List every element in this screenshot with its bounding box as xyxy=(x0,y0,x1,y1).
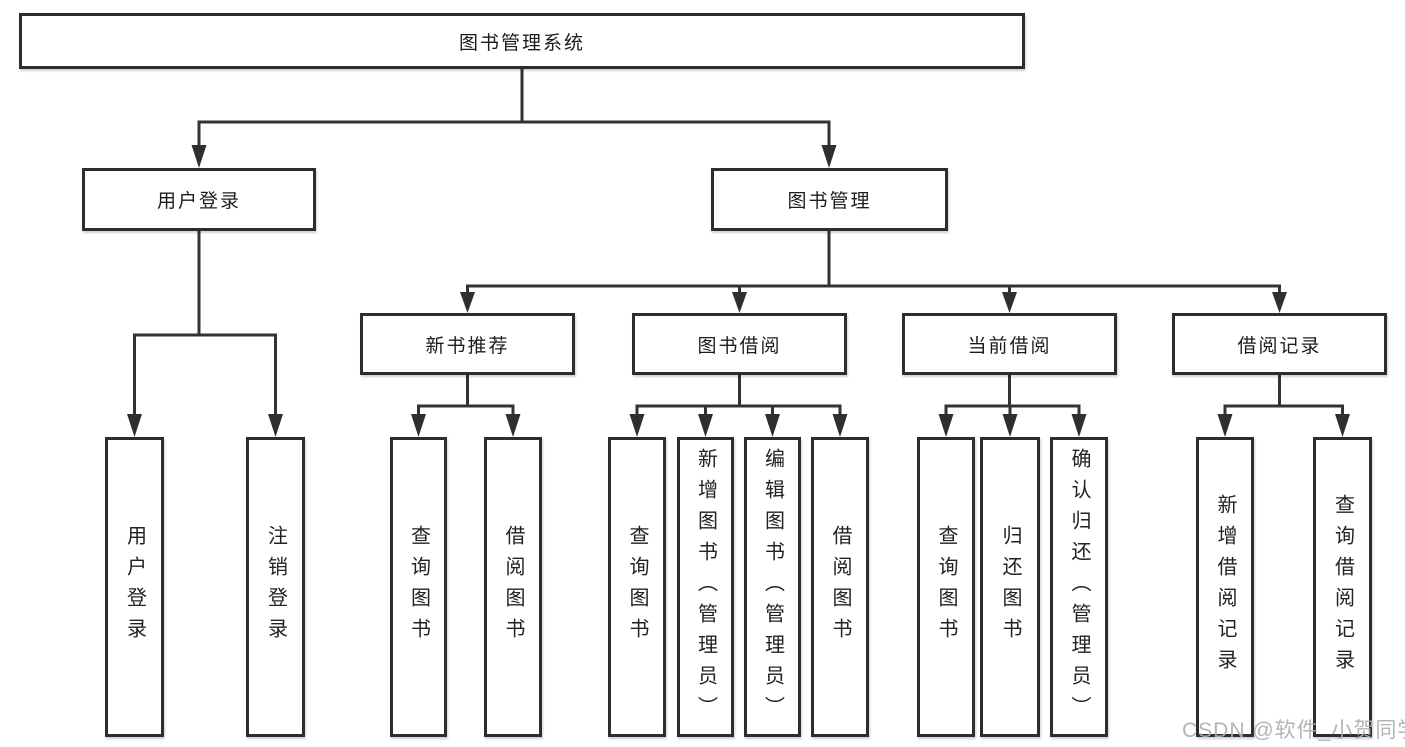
leaf-borrow-query-books: 查询图书 xyxy=(608,437,666,737)
leaf-logout: 注销登录 xyxy=(246,437,305,737)
connector-user-login-to-leaves xyxy=(127,231,283,437)
leaf-current-query-books-label: 查询图书 xyxy=(935,525,957,649)
node-new-book-rec: 新书推荐 xyxy=(360,313,575,375)
node-book-borrow: 图书借阅 xyxy=(632,313,847,375)
leaf-logout-label: 注销登录 xyxy=(264,525,287,649)
leaf-newrec-borrow-books: 借阅图书 xyxy=(484,437,542,737)
leaf-borrow-query-books-label: 查询图书 xyxy=(626,525,648,649)
leaf-query-borrow-record: 查询借阅记录 xyxy=(1313,437,1372,737)
node-root-label: 图书管理系统 xyxy=(458,32,585,54)
leaf-add-borrow-record: 新增借阅记录 xyxy=(1196,437,1254,737)
csdn-watermark: CSDN @软件_小贺同学 xyxy=(1182,719,1405,742)
leaf-add-books-admin: 新增图书（管理员） xyxy=(677,437,734,737)
leaf-borrow-books-label: 借阅图书 xyxy=(829,525,851,649)
leaf-user-login: 用户登录 xyxy=(105,437,164,737)
connector-book-borrow-to-leaves xyxy=(629,375,848,437)
node-user-login: 用户登录 xyxy=(82,168,316,231)
node-current-borrow: 当前借阅 xyxy=(902,313,1117,375)
connector-root-to-level2 xyxy=(191,69,837,168)
node-borrow-records-label: 借阅记录 xyxy=(1237,335,1322,357)
node-new-book-rec-label: 新书推荐 xyxy=(425,335,510,357)
leaf-borrow-books: 借阅图书 xyxy=(811,437,869,737)
leaf-newrec-query-books: 查询图书 xyxy=(390,437,447,737)
connector-book-mgmt-to-level3 xyxy=(460,231,1287,313)
node-book-borrow-label: 图书借阅 xyxy=(697,335,782,357)
leaf-add-borrow-record-label: 新增借阅记录 xyxy=(1214,494,1236,680)
leaf-add-books-admin-label: 新增图书（管理员） xyxy=(694,447,717,727)
node-borrow-records: 借阅记录 xyxy=(1172,313,1387,375)
leaf-user-login-label: 用户登录 xyxy=(123,525,146,649)
leaf-confirm-return-admin: 确认归还（管理员） xyxy=(1050,437,1108,737)
node-root: 图书管理系统 xyxy=(19,13,1025,69)
leaf-newrec-query-books-label: 查询图书 xyxy=(407,525,430,649)
leaf-edit-books-admin-label: 编辑图书（管理员） xyxy=(761,447,784,727)
connector-current-borrow-to-leaves xyxy=(938,375,1087,437)
leaf-edit-books-admin: 编辑图书（管理员） xyxy=(744,437,801,737)
leaf-newrec-borrow-books-label: 借阅图书 xyxy=(502,525,524,649)
connector-borrow-records-to-leaves xyxy=(1217,375,1350,437)
node-current-borrow-label: 当前借阅 xyxy=(967,335,1052,357)
leaf-return-books-label: 归还图书 xyxy=(999,525,1021,649)
leaf-confirm-return-admin-label: 确认归还（管理员） xyxy=(1068,447,1090,727)
leaf-current-query-books: 查询图书 xyxy=(917,437,975,737)
node-book-mgmt-label: 图书管理 xyxy=(787,191,872,212)
node-user-login-label: 用户登录 xyxy=(156,191,241,212)
leaf-query-borrow-record-label: 查询借阅记录 xyxy=(1331,494,1354,680)
node-book-mgmt: 图书管理 xyxy=(711,168,948,231)
leaf-return-books: 归还图书 xyxy=(980,437,1040,737)
connector-new-book-to-leaves xyxy=(411,375,521,437)
